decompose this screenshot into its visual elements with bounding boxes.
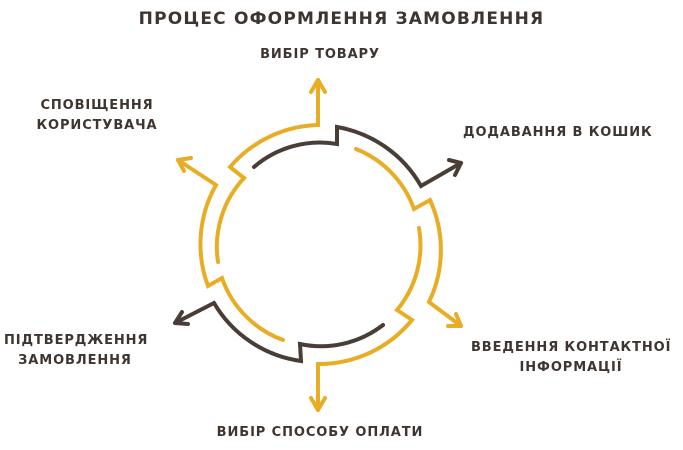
segment-select-product (214, 78, 327, 264)
step-label-notify-user: СПОВІЩЕННЯ КОРИСТУВАЧА (36, 98, 158, 133)
segment-notify-user (176, 156, 285, 342)
segment-confirm-order (173, 300, 385, 364)
step-label-payment-method: ВИБІР СПОСОБУ ОПЛАТИ (216, 425, 424, 440)
segment-contact-info (354, 147, 463, 328)
segment-add-to-cart (252, 124, 463, 189)
segment-payment-method (309, 226, 423, 412)
step-label-add-to-cart: ДОДАВАННЯ В КОШИК (463, 125, 653, 140)
step-label-select-product: ВИБІР ТОВАРУ (260, 47, 380, 62)
step-label-confirm-order: ПІДТВЕРДЖЕННЯ ЗАМОВЛЕННЯ (4, 333, 149, 368)
step-label-contact-info: ВВЕДЕННЯ КОНТАКТНОЇ ІНФОРМАЦІЇ (471, 340, 672, 375)
diagram-title: ПРОЦЕС ОФОРМЛЕННЯ ЗАМОВЛЕННЯ (138, 9, 545, 29)
